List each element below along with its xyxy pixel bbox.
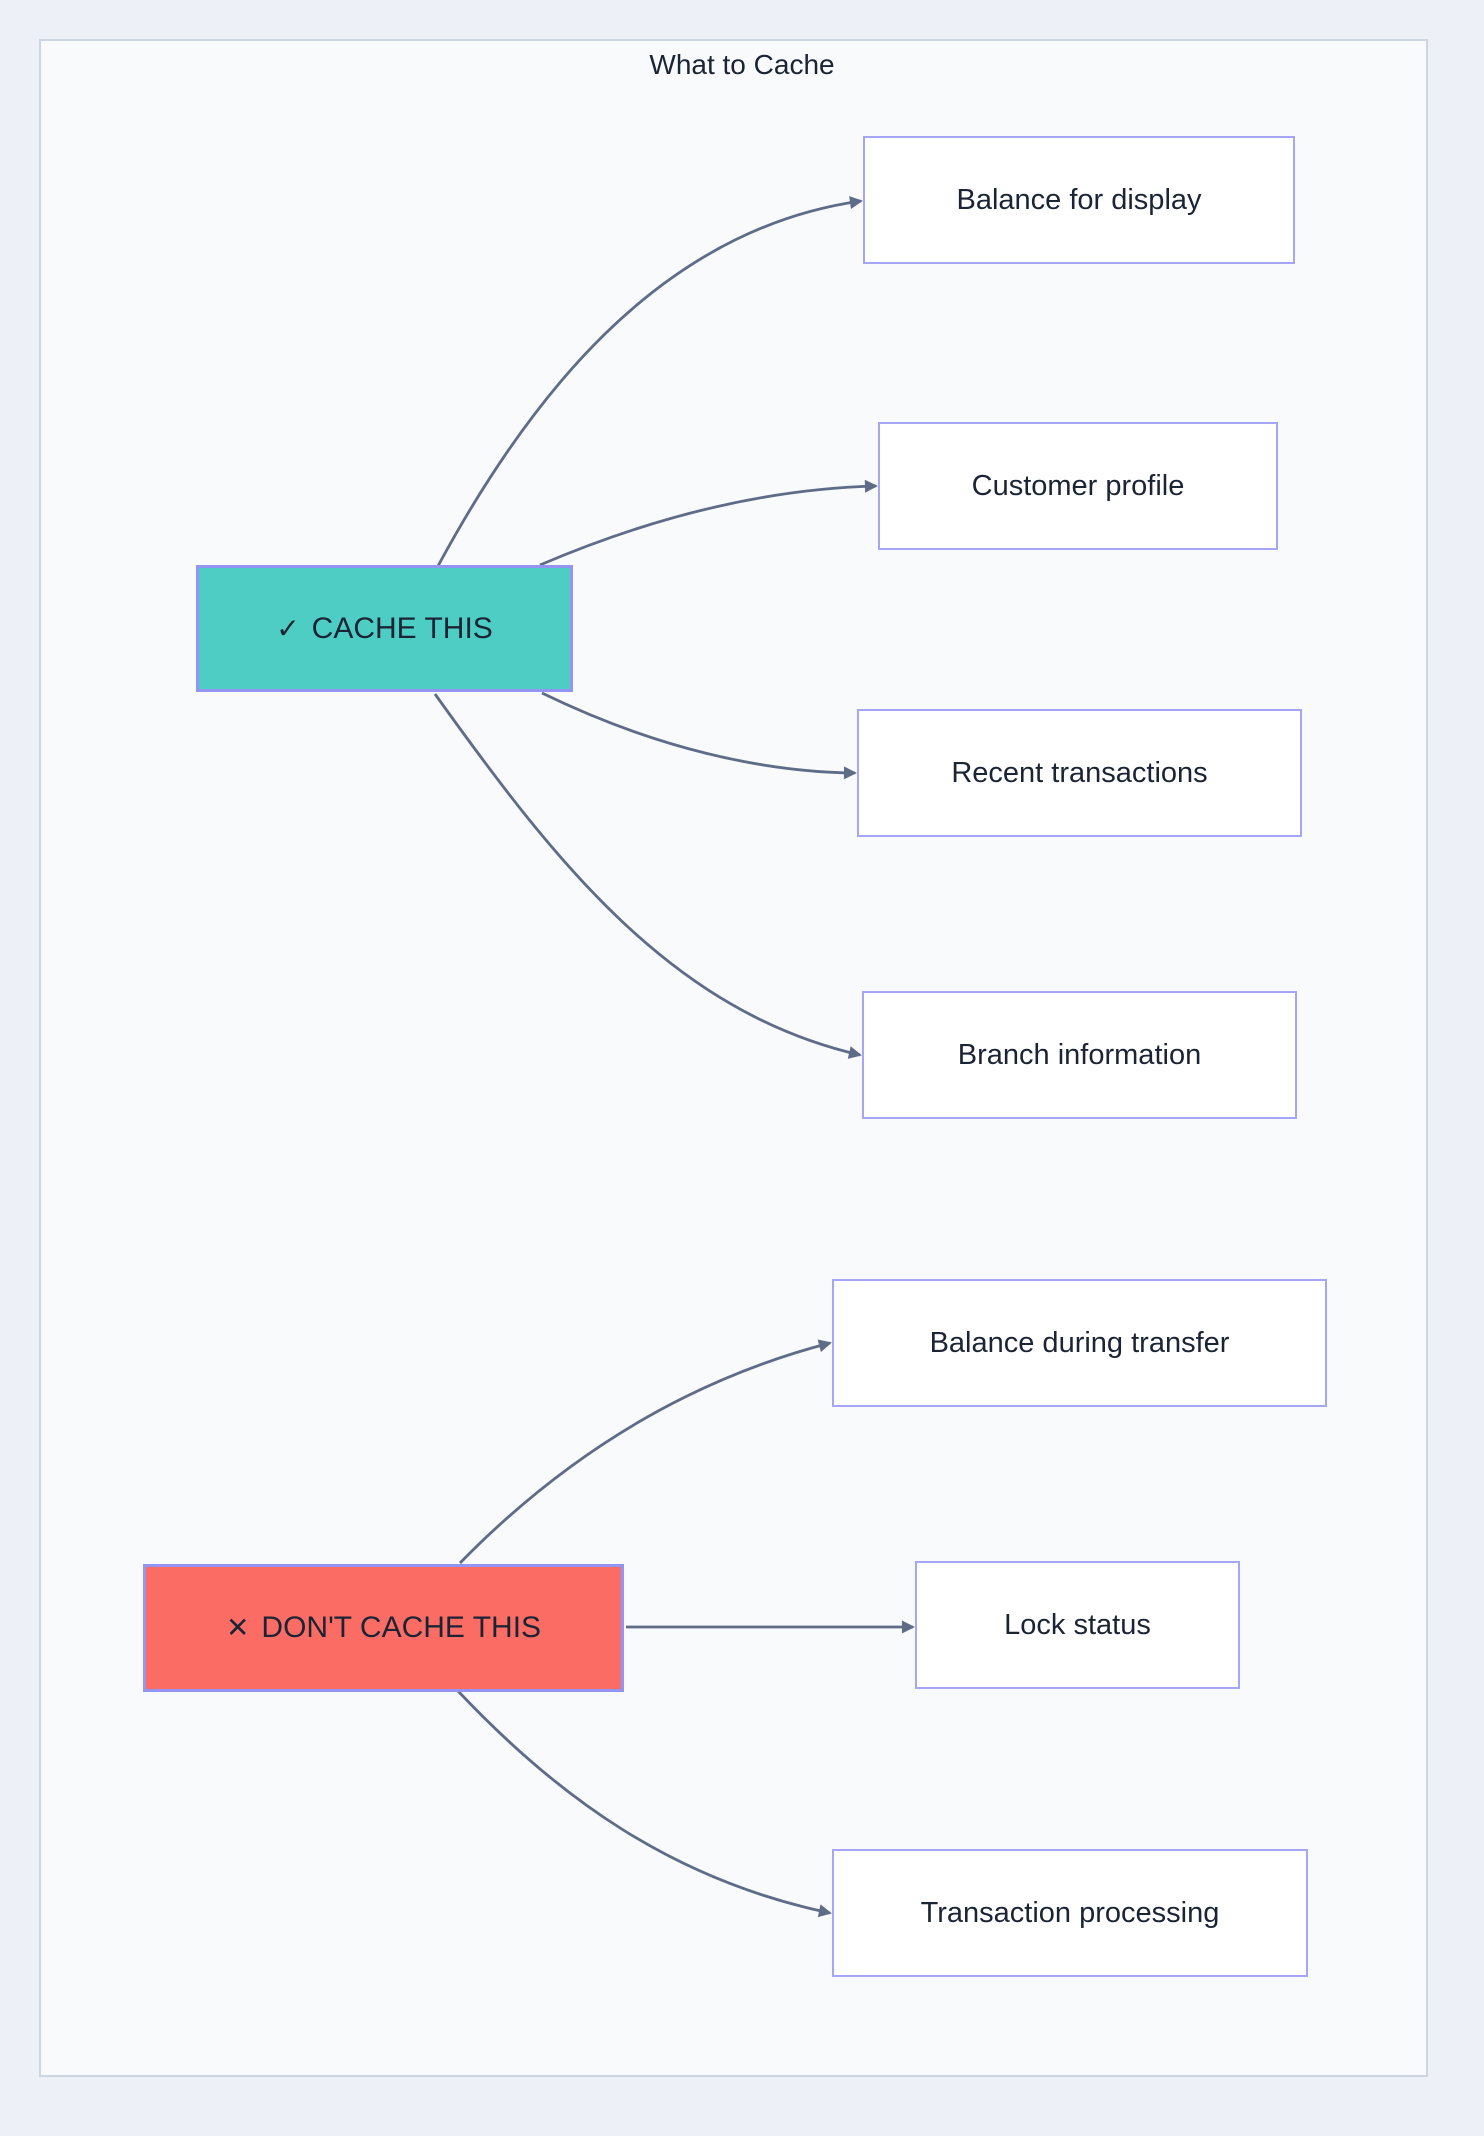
node-dont-cache-this: ✕ DON'T CACHE THIS — [143, 1564, 624, 1692]
card-recent-transactions: Recent transactions — [857, 709, 1302, 837]
card-label: Recent transactions — [951, 756, 1208, 789]
card-label: Branch information — [957, 1038, 1202, 1071]
card-branch-information: Branch information — [862, 991, 1297, 1119]
card-lock-status: Lock status — [915, 1561, 1240, 1689]
card-customer-profile: Customer profile — [878, 422, 1278, 550]
card-label: Balance during transfer — [929, 1326, 1230, 1359]
card-label: Balance for display — [956, 183, 1202, 216]
node-cache-this-label: CACHE THIS — [311, 611, 493, 645]
card-balance-for-display: Balance for display — [863, 136, 1295, 264]
card-label: Lock status — [1004, 1608, 1151, 1641]
card-balance-during-transfer: Balance during transfer — [832, 1279, 1327, 1407]
x-icon: ✕ — [225, 1611, 250, 1644]
card-label: Transaction processing — [920, 1896, 1220, 1929]
check-icon: ✓ — [276, 611, 300, 645]
card-label: Customer profile — [971, 469, 1185, 502]
card-transaction-processing: Transaction processing — [832, 1849, 1308, 1977]
diagram-title: What to Cache — [649, 49, 835, 80]
node-dont-cache-this-label: DON'T CACHE THIS — [261, 1611, 542, 1644]
node-cache-this: ✓ CACHE THIS — [196, 565, 573, 692]
